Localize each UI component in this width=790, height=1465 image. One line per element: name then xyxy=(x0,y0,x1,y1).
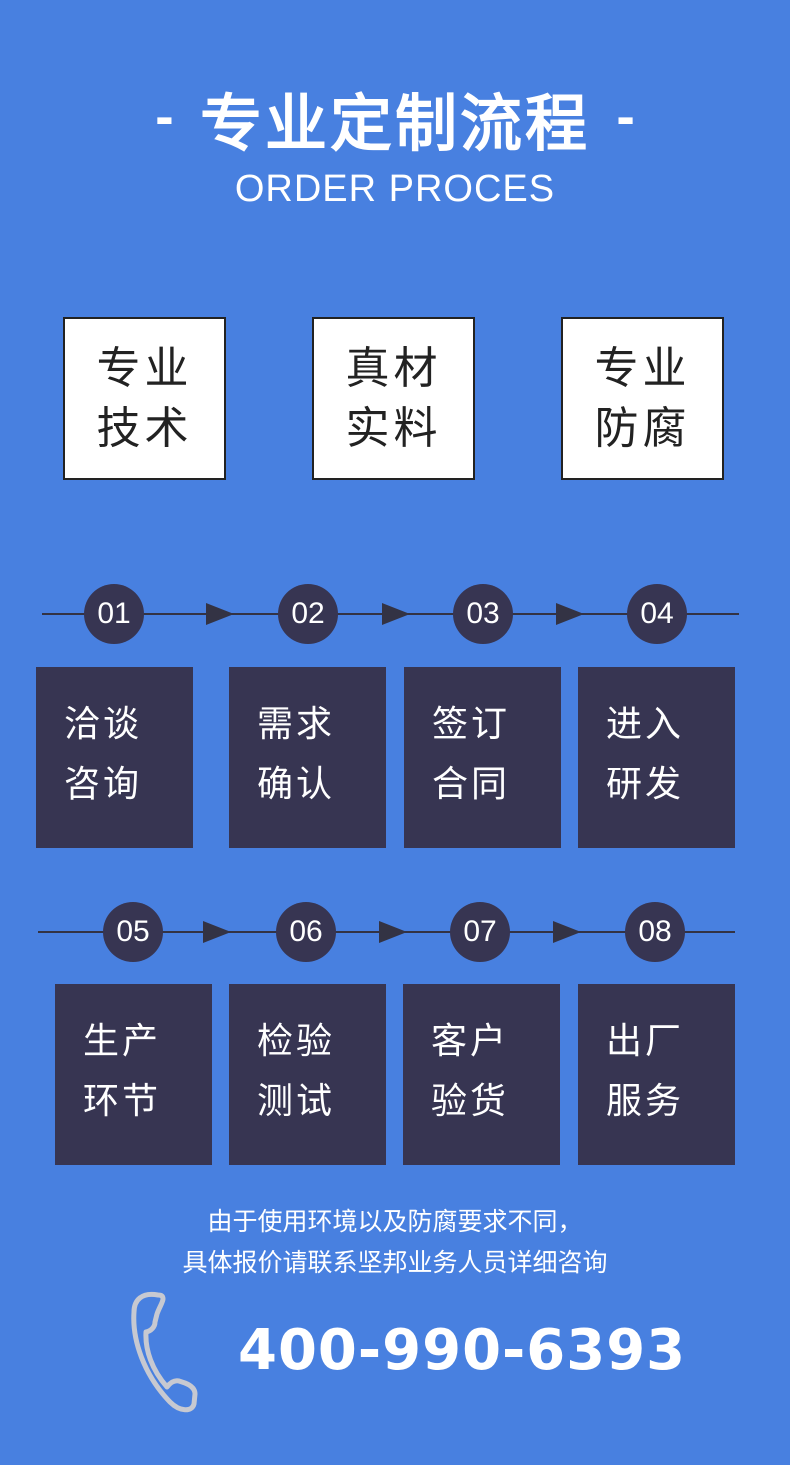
step-number-badge: 06 xyxy=(276,902,336,962)
step-label-line2: 咨询 xyxy=(64,764,143,805)
feature-label-line2: 防腐 xyxy=(594,402,691,454)
step-label-line2: 合同 xyxy=(432,764,511,805)
arrow-right-icon xyxy=(379,921,407,943)
step-label-line2: 验货 xyxy=(431,1081,510,1122)
title-dash-left: - xyxy=(154,91,174,145)
step-number-badge: 02 xyxy=(278,584,338,644)
step-label-line2: 研发 xyxy=(606,764,685,805)
step-label-line1: 客户 xyxy=(431,1021,510,1062)
timeline-row-1: 01 02 03 04 xyxy=(0,584,790,644)
arrow-right-icon xyxy=(382,603,410,625)
arrow-right-icon xyxy=(556,603,584,625)
arrow-right-icon xyxy=(206,603,234,625)
page-title: 专业定制流程 xyxy=(199,87,590,160)
phone-number[interactable]: 400-990-6393 xyxy=(238,1318,687,1383)
step-number-badge: 03 xyxy=(453,584,513,644)
feature-label-line1: 真材 xyxy=(345,342,442,394)
footer-note-line1: 由于使用环境以及防腐要求不同， xyxy=(207,1207,583,1236)
step-label-line2: 确认 xyxy=(257,764,336,805)
feature-label-line2: 实料 xyxy=(345,402,442,454)
step-label-line1: 洽谈 xyxy=(64,704,143,745)
step-number-badge: 08 xyxy=(625,902,685,962)
feature-box-materials: 真材 实料 xyxy=(312,317,475,480)
footer-note-line2: 具体报价请联系坚邦业务人员详细咨询 xyxy=(182,1248,608,1277)
step-box-requirements: 需求 确认 xyxy=(229,667,386,848)
step-label-line1: 签订 xyxy=(432,704,511,745)
step-box-negotiation: 洽谈 咨询 xyxy=(36,667,193,848)
step-box-acceptance: 客户 验货 xyxy=(403,984,560,1165)
step-box-production: 生产 环节 xyxy=(55,984,212,1165)
step-box-inspection: 检验 测试 xyxy=(229,984,386,1165)
arrow-right-icon xyxy=(553,921,581,943)
step-label-line2: 环节 xyxy=(83,1081,162,1122)
step-number-badge: 01 xyxy=(84,584,144,644)
step-label-line1: 需求 xyxy=(257,704,336,745)
step-label-line2: 测试 xyxy=(257,1081,336,1122)
step-number-badge: 05 xyxy=(103,902,163,962)
step-number-badge: 07 xyxy=(450,902,510,962)
page-subtitle: ORDER PROCES xyxy=(234,168,556,210)
timeline-row-2: 05 06 07 08 xyxy=(0,902,790,962)
step-number-badge: 04 xyxy=(627,584,687,644)
step-label-line1: 进入 xyxy=(606,704,685,745)
step-label-line1: 出厂 xyxy=(606,1021,685,1062)
feature-box-technology: 专业 技术 xyxy=(63,317,226,480)
step-label-line1: 检验 xyxy=(257,1021,336,1062)
step-box-delivery-service: 出厂 服务 xyxy=(578,984,735,1165)
feature-label-line2: 技术 xyxy=(96,402,193,454)
arrow-right-icon xyxy=(203,921,231,943)
feature-label-line1: 专业 xyxy=(594,342,691,394)
feature-box-anticorrosion: 专业 防腐 xyxy=(561,317,724,480)
feature-label-line1: 专业 xyxy=(96,342,193,394)
phone-handset-icon xyxy=(131,1291,198,1413)
title-row: - 专业定制流程 - xyxy=(0,78,790,160)
step-box-contract: 签订 合同 xyxy=(404,667,561,848)
step-label-line2: 服务 xyxy=(606,1081,685,1122)
step-box-development: 进入 研发 xyxy=(578,667,735,848)
step-label-line1: 生产 xyxy=(83,1021,162,1062)
title-dash-right: - xyxy=(616,91,636,145)
